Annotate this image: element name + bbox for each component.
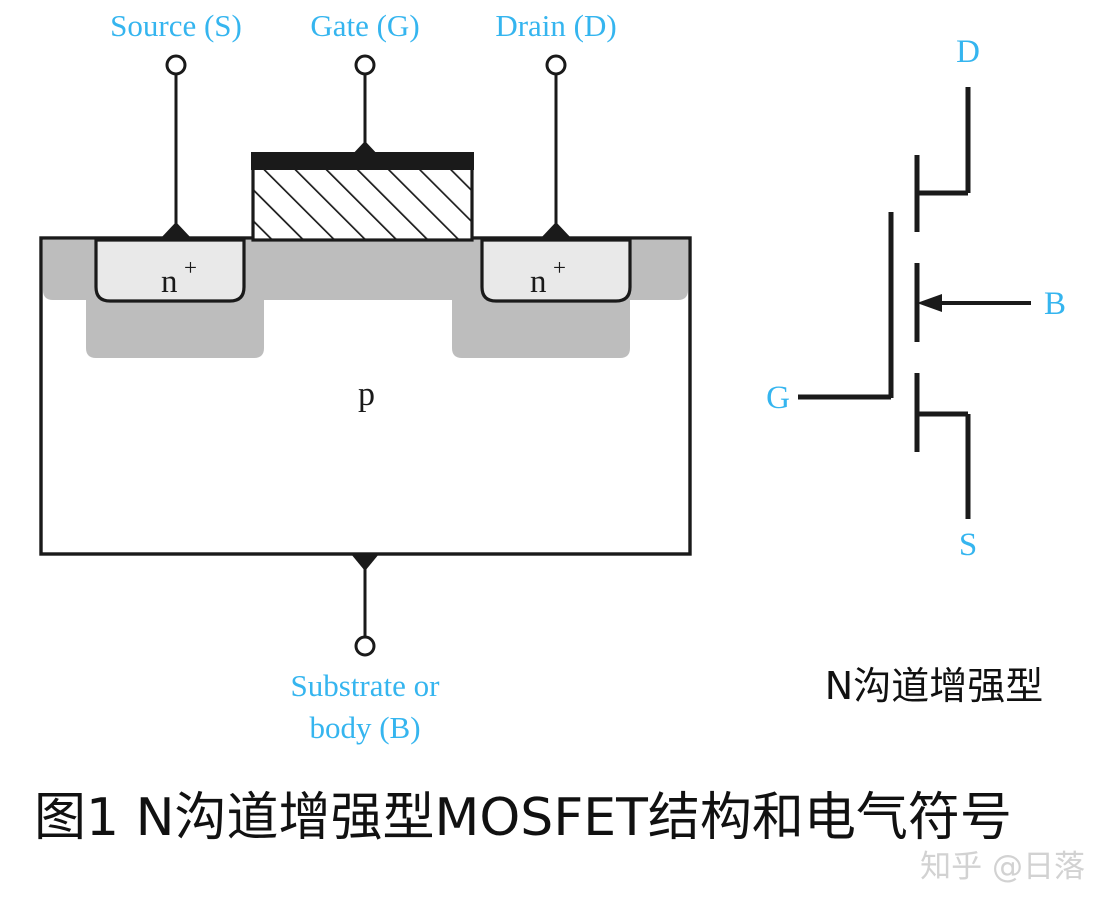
drain-nplus-region: n + xyxy=(480,238,632,303)
gate-terminal-label: Gate (G) xyxy=(310,8,419,43)
gate-terminal[interactable]: Gate (G) xyxy=(310,8,420,157)
body-terminal[interactable]: Substrate or body (B) xyxy=(291,554,441,745)
symbol-gate-label: G xyxy=(766,380,790,416)
symbol-caption: N沟道增强型 xyxy=(825,664,1043,708)
symbol-source-label: S xyxy=(959,527,977,563)
source-terminal[interactable]: Source (S) xyxy=(110,8,242,239)
drain-nplus-shape xyxy=(480,238,632,303)
source-terminal-circle[interactable] xyxy=(165,54,187,76)
body-terminal-label-line2: body (B) xyxy=(309,710,420,745)
drain-contact-triangle xyxy=(540,222,572,239)
drain-terminal-label: Drain (D) xyxy=(495,8,616,43)
drain-terminal-circle[interactable] xyxy=(545,54,567,76)
source-contact-triangle xyxy=(160,222,192,239)
circuit-symbol-diagram: G D B S N沟道增强型 xyxy=(766,34,1066,708)
gate-oxide-hatching xyxy=(253,168,472,240)
cross-section-diagram: n + n + p xyxy=(39,8,692,745)
source-terminal-label: Source (S) xyxy=(110,8,242,43)
source-nplus-superscript: + xyxy=(184,255,197,280)
gate-oxide xyxy=(251,166,474,242)
source-nplus-region: n + xyxy=(94,238,246,303)
drain-nplus-label: n xyxy=(530,264,547,300)
body-contact-triangle xyxy=(351,554,379,571)
gate-contact-triangle xyxy=(350,141,380,157)
symbol-body-arrowhead xyxy=(917,294,942,312)
symbol-body-label: B xyxy=(1044,286,1066,322)
substrate-p-label: p xyxy=(358,376,375,413)
figure-caption: 图1 N沟道增强型MOSFET结构和电气符号 xyxy=(34,788,1012,848)
watermark: 知乎 @日落 xyxy=(920,849,1085,885)
gate-metal-bar xyxy=(251,152,474,170)
drain-nplus-superscript: + xyxy=(553,255,566,280)
body-terminal-circle[interactable] xyxy=(354,635,376,657)
source-nplus-shape xyxy=(94,238,246,303)
drain-terminal[interactable]: Drain (D) xyxy=(495,8,617,239)
symbol-drain-label: D xyxy=(956,34,980,70)
gate-terminal-circle[interactable] xyxy=(354,54,376,76)
body-terminal-label-line1: Substrate or xyxy=(291,668,441,703)
source-nplus-label: n xyxy=(161,264,178,300)
